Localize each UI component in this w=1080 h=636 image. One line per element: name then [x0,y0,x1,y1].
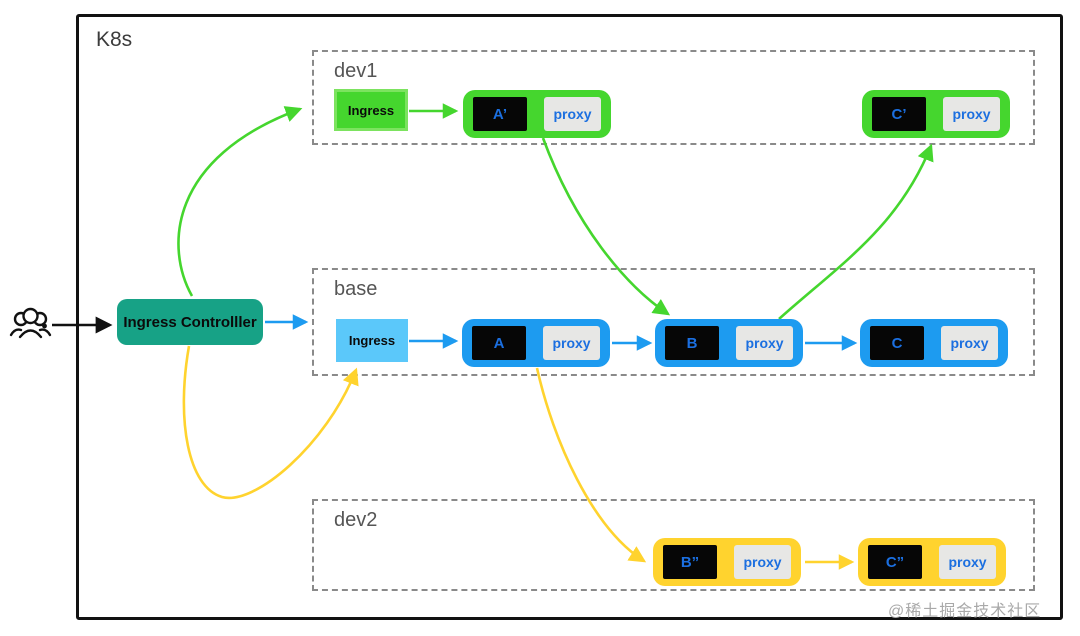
namespace-dev1: dev1 [312,50,1035,145]
ingress-controller: Ingress Controlller [117,299,263,345]
service-label-c-prime: C’ [872,97,926,131]
service-node-c-double: C” proxy [858,538,1006,586]
proxy-badge: proxy [943,97,1000,131]
service-label-a-prime: A’ [473,97,527,131]
users-icon [9,307,52,339]
proxy-badge: proxy [939,545,996,579]
cluster-title: K8s [96,28,133,51]
service-label-c: C [870,326,924,360]
service-node-a-prime: A’ proxy [463,90,611,138]
namespace-dev1-label: dev1 [334,60,378,82]
namespace-base-label: base [334,278,378,300]
namespace-dev2: dev2 [312,499,1035,591]
namespace-base: base [312,268,1035,376]
service-label-b: B [665,326,719,360]
service-node-a: A proxy [462,319,610,367]
service-node-c: C proxy [860,319,1008,367]
proxy-badge: proxy [544,97,601,131]
service-label-a: A [472,326,526,360]
proxy-badge: proxy [543,326,600,360]
service-node-b-double: B” proxy [653,538,801,586]
ingress-controller-label: Ingress Controlller [123,313,257,331]
service-node-c-prime: C’ proxy [862,90,1010,138]
service-label-b-double: B” [663,545,717,579]
proxy-badge: proxy [941,326,998,360]
namespace-dev2-label: dev2 [334,509,378,531]
dev1-ingress-label: Ingress [347,102,395,118]
base-ingress-label: Ingress [348,333,396,348]
base-ingress: Ingress [336,319,408,362]
proxy-badge: proxy [734,545,791,579]
dev1-ingress: Ingress [334,89,408,131]
watermark: @稀土掘金技术社区 [888,603,1042,620]
service-label-c-double: C” [868,545,922,579]
service-node-b: B proxy [655,319,803,367]
proxy-badge: proxy [736,326,793,360]
